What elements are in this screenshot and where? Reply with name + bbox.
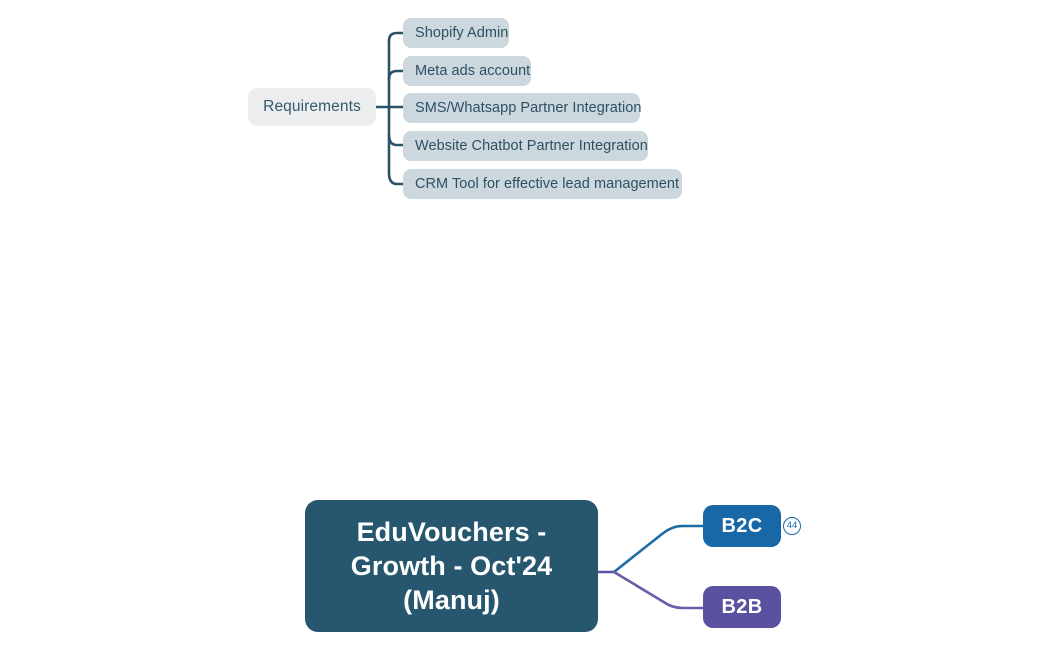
node-b2c-label: B2C [721,514,763,537]
node-crm-tool-lead-management-label: CRM Tool for effective lead management [415,176,680,192]
node-crm-tool-lead-management[interactable]: CRM Tool for effective lead management [403,169,682,199]
node-website-chatbot-partner-integration-label: Website Chatbot Partner Integration [415,138,648,154]
node-b2c-count-value: 44 [786,520,798,532]
node-root-eduvouchers[interactable]: EduVouchers - Growth - Oct'24 (Manuj) [305,500,598,632]
node-shopify-admin[interactable]: Shopify Admin [403,18,509,48]
node-b2c[interactable]: B2C [703,505,781,547]
node-root-line-2: Growth - Oct'24 [350,551,553,581]
node-meta-ads-account[interactable]: Meta ads account [403,56,531,86]
node-sms-whatsapp-partner-integration[interactable]: SMS/Whatsapp Partner Integration [403,93,642,123]
node-root-line-1: EduVouchers - [356,517,547,547]
requirements-connectors [374,31,406,186]
node-website-chatbot-partner-integration[interactable]: Website Chatbot Partner Integration [403,131,648,161]
node-meta-ads-account-label: Meta ads account [415,63,531,79]
node-shopify-admin-label: Shopify Admin [415,25,509,41]
root-connectors [596,524,706,610]
node-root-line-3: (Manuj) [403,585,500,615]
node-b2c-count-badge[interactable]: 44 [783,517,801,535]
node-b2b[interactable]: B2B [703,586,781,628]
node-requirements-label: Requirements [263,98,361,115]
node-requirements[interactable]: Requirements [248,88,376,126]
node-sms-whatsapp-partner-integration-label: SMS/Whatsapp Partner Integration [415,100,642,116]
node-b2b-label: B2B [721,595,763,618]
